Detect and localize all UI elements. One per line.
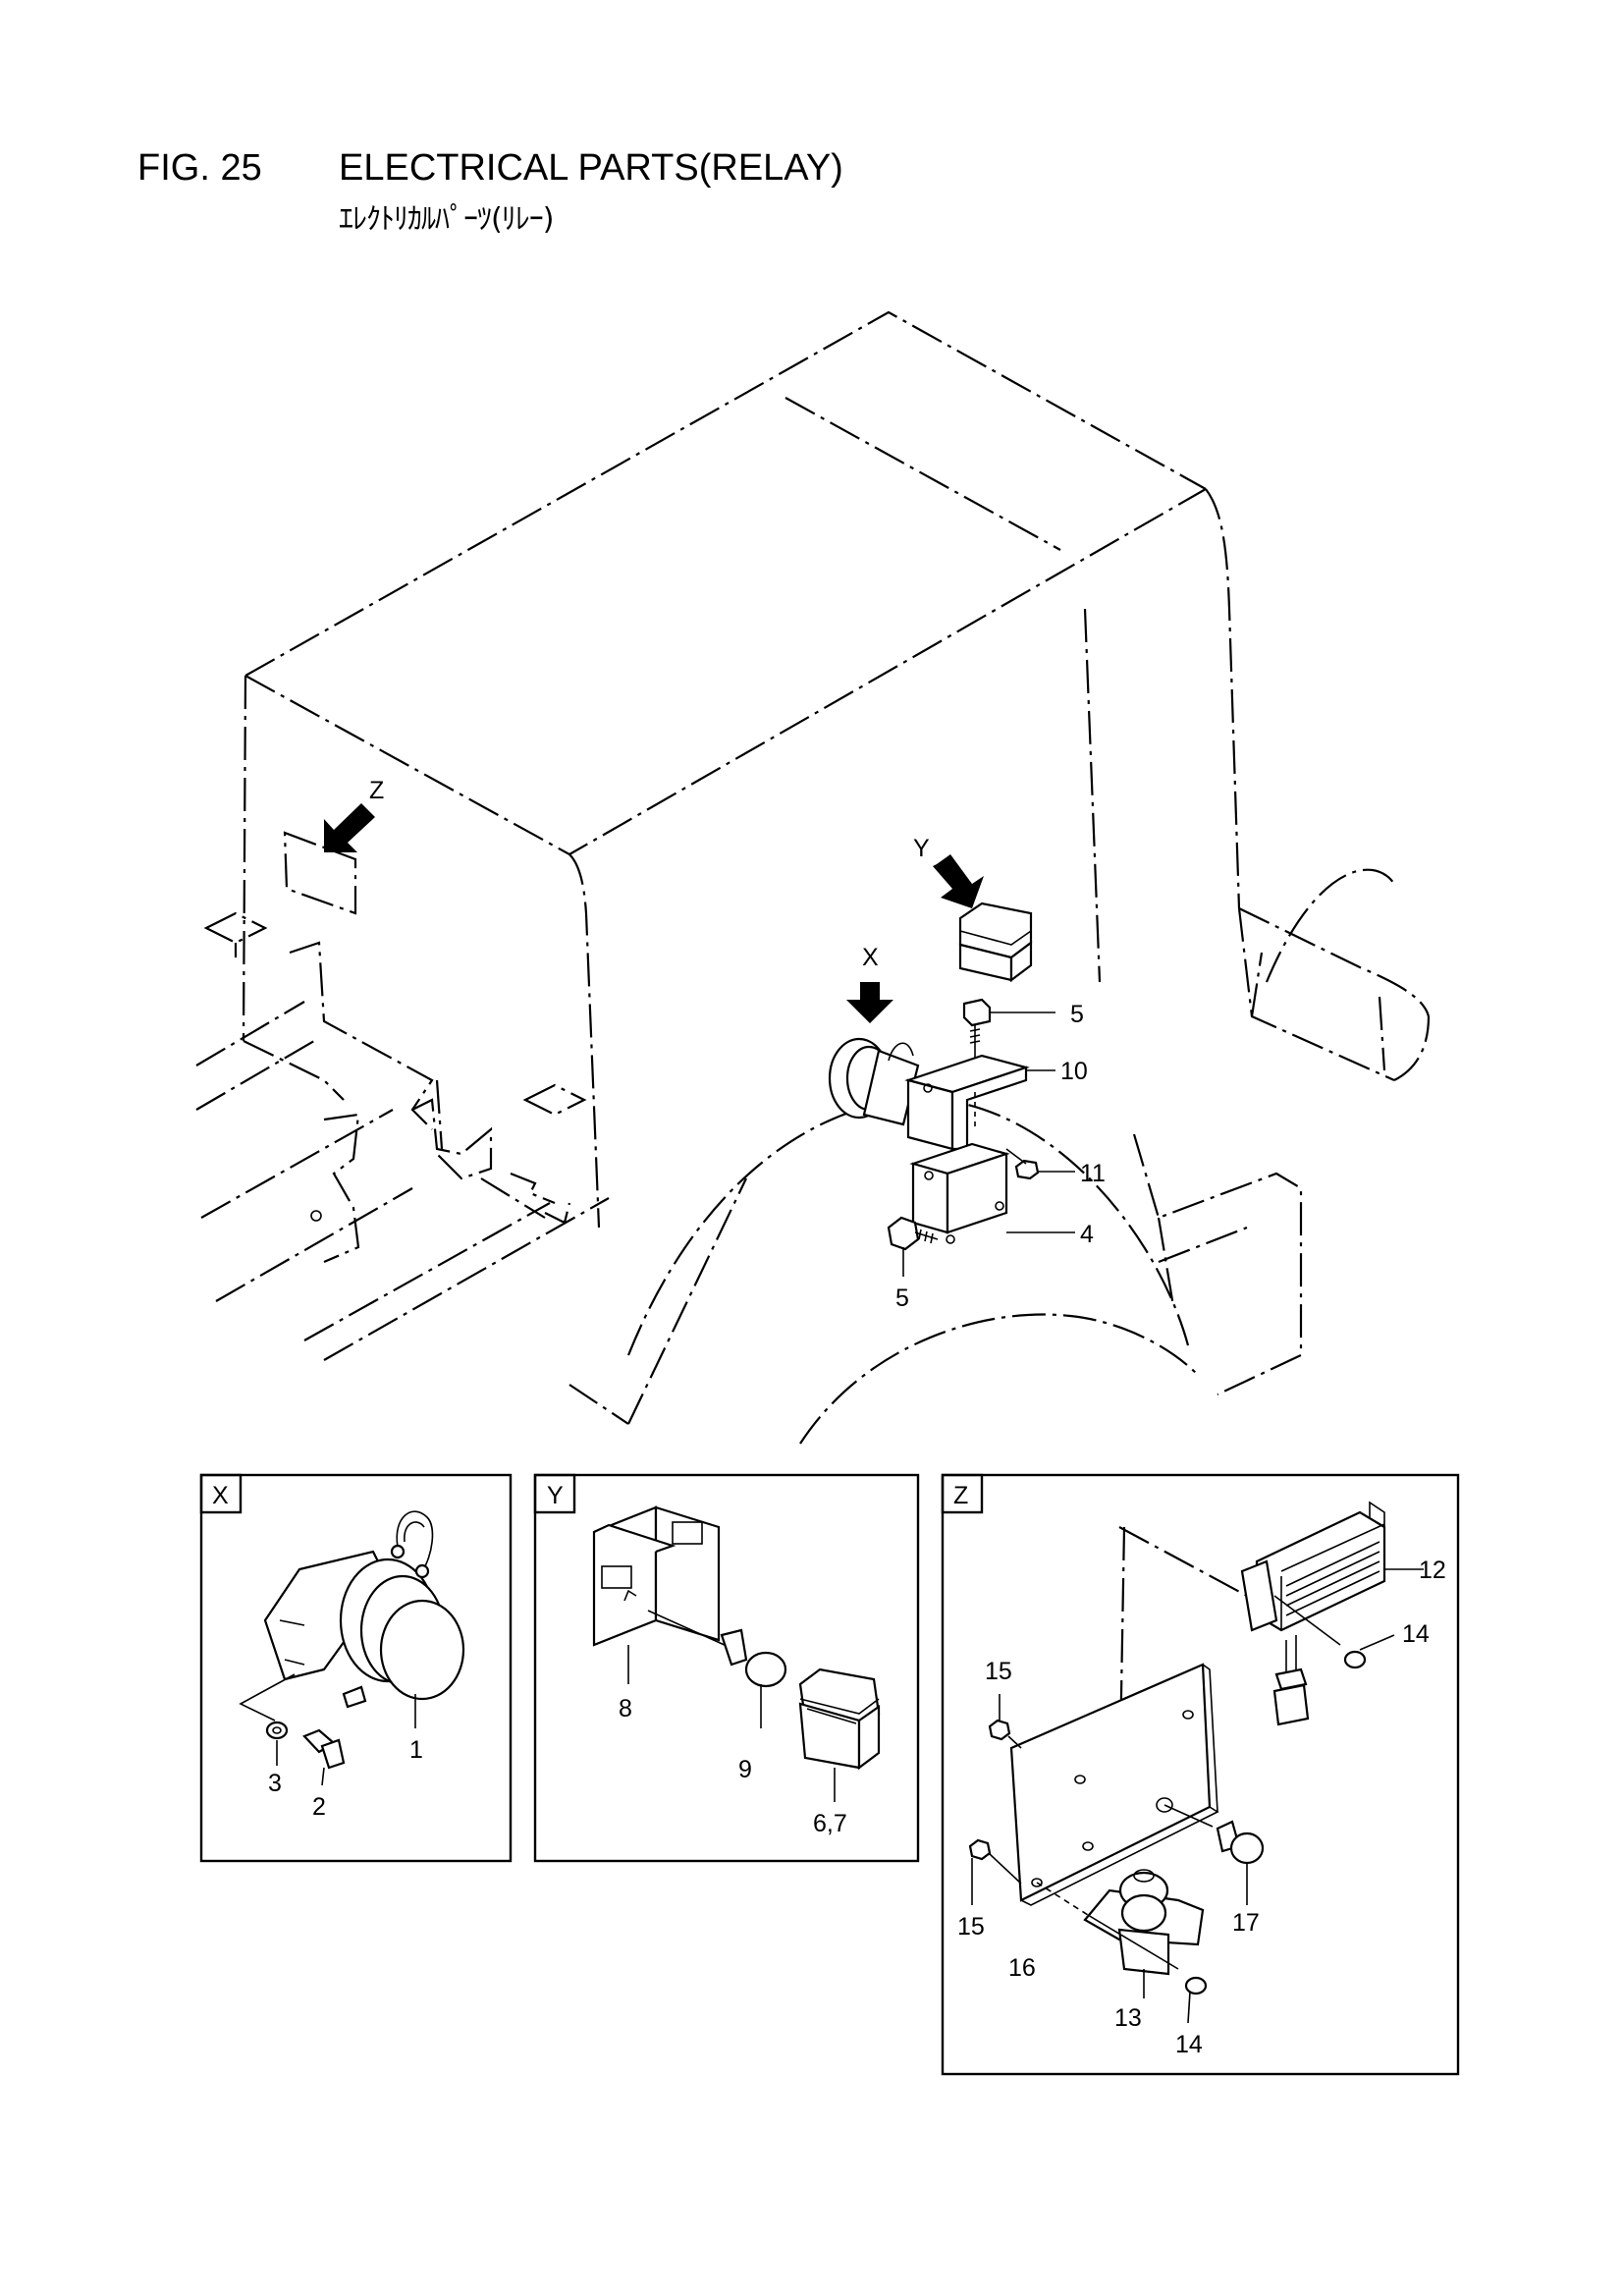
callout-z-15-top: 15 <box>985 1658 1012 1685</box>
view-arrow-y: Y <box>913 835 984 908</box>
detail-y-panel: Y 8 9 6,7 <box>533 1473 920 1863</box>
bolt-5-bottom <box>887 1216 939 1277</box>
callout-z-13: 13 <box>1114 2004 1142 2032</box>
detail-x-panel: X 1 2 3 <box>199 1473 513 1863</box>
machine-body-outline <box>195 310 1431 1445</box>
callout-x-1: 1 <box>409 1736 423 1764</box>
callout-10: 10 <box>1060 1058 1088 1085</box>
callout-z-14-top: 14 <box>1402 1620 1430 1648</box>
callout-4: 4 <box>1080 1221 1094 1248</box>
detail-z-label: Z <box>953 1482 968 1509</box>
detail-y-label: Y <box>547 1482 564 1509</box>
nut-11 <box>1005 1148 1075 1180</box>
callout-z-12: 12 <box>1419 1557 1446 1584</box>
battery-relay-main <box>828 1037 920 1126</box>
detail-z-panel: Z <box>941 1473 1460 2076</box>
detail-x-label: X <box>212 1482 229 1509</box>
callout-11: 11 <box>1080 1160 1106 1187</box>
callout-5-bottom: 5 <box>895 1285 909 1312</box>
bracket-10 <box>904 1054 1055 1151</box>
callout-y-8: 8 <box>619 1695 632 1722</box>
callout-y-6-7: 6,7 <box>813 1810 847 1837</box>
figure-title: ELECTRICAL PARTS(RELAY) <box>339 147 843 189</box>
service-panel-outline <box>283 831 357 915</box>
callout-z-16: 16 <box>1008 1954 1036 1982</box>
callout-x-2: 2 <box>312 1793 326 1821</box>
figure-subtitle: ｴﾚｸﾄﾘｶﾙﾊﾟｰﾂ(ﾘﾚｰ) <box>339 202 554 237</box>
fuse-box-main <box>958 902 1033 983</box>
view-marker-y: Y <box>913 835 930 862</box>
view-marker-x: X <box>862 944 879 971</box>
callout-y-9: 9 <box>738 1756 752 1783</box>
bolt-5-top <box>962 998 1055 1066</box>
callout-z-17: 17 <box>1232 1909 1260 1937</box>
figure-number: FIG. 25 <box>137 147 262 189</box>
relay-block-4 <box>909 1142 1075 1244</box>
view-marker-z: Z <box>369 777 384 804</box>
callout-z-14-bottom: 14 <box>1175 2031 1203 2058</box>
view-arrow-z: Z <box>324 777 384 852</box>
callout-z-15-bottom: 15 <box>957 1913 985 1941</box>
callout-5-top: 5 <box>1070 1001 1084 1028</box>
view-arrow-x: X <box>846 944 893 1023</box>
callout-x-3: 3 <box>268 1770 282 1797</box>
